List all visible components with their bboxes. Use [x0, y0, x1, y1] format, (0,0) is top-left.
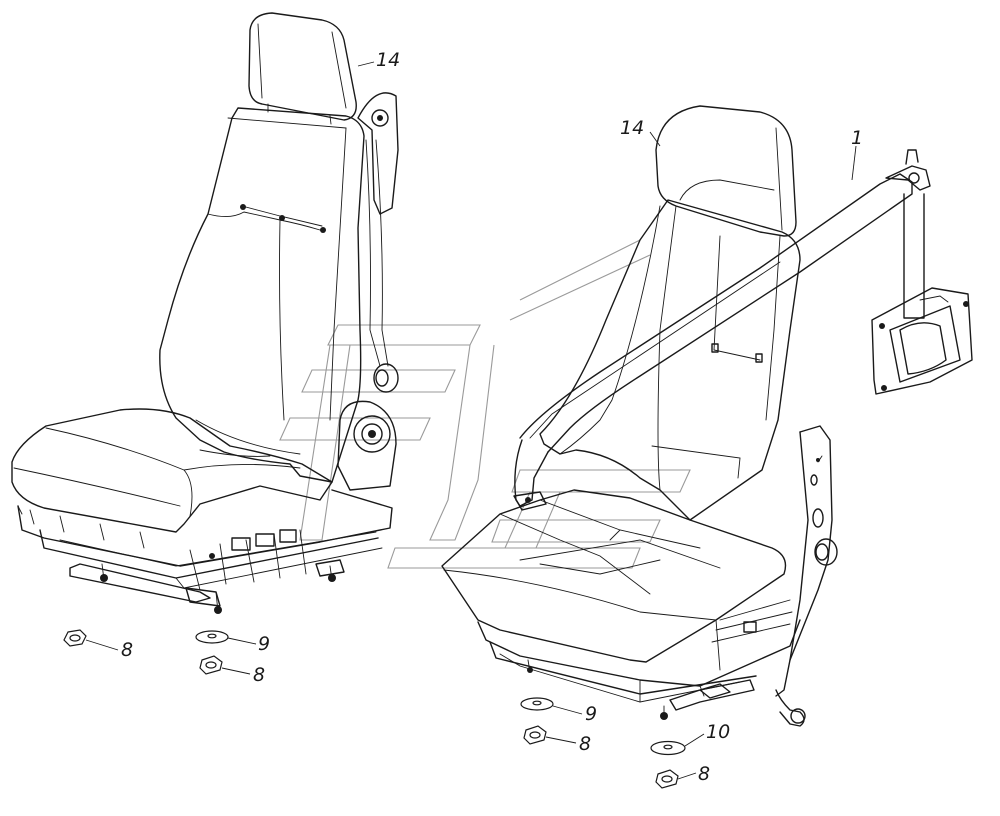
callout-right-washer-b: 10	[706, 721, 730, 743]
left-belt-guide	[357, 92, 399, 367]
right-seat	[441, 105, 973, 727]
left-nut-b	[199, 655, 223, 675]
callout-right-washer-a: 9	[585, 703, 597, 725]
callout-left-nut-b: 8	[253, 664, 265, 686]
callout-seat-belt: 1	[851, 127, 863, 149]
right-nut-b	[655, 769, 679, 789]
left-nut-a	[63, 629, 87, 647]
watermark-logo	[279, 239, 691, 569]
seat-belt-retractor	[871, 193, 973, 395]
right-washer-a	[520, 697, 554, 711]
left-headrest	[248, 12, 357, 121]
callout-left-nut-a: 8	[121, 639, 133, 661]
callout-left-headrest: 14	[376, 49, 400, 71]
leader-lines	[85, 61, 857, 780]
left-backrest	[159, 107, 365, 483]
callout-right-nut-b: 8	[698, 763, 710, 785]
right-backrest	[539, 199, 801, 521]
callout-right-nut-a: 8	[579, 733, 591, 755]
left-seat-base	[17, 489, 393, 614]
left-washer	[195, 630, 229, 644]
seat-belt	[513, 149, 931, 511]
callout-right-headrest: 14	[620, 117, 644, 139]
right-headrest	[655, 105, 797, 237]
callout-left-washer: 9	[258, 633, 270, 655]
right-side-bracket	[775, 425, 838, 697]
left-pivot-cover	[337, 400, 397, 491]
left-recline-knob	[373, 363, 399, 393]
right-seat-cushion	[441, 489, 787, 663]
right-seat-base	[477, 599, 806, 727]
callouts: 14 14 1 8 9 8 9 8 10 8	[121, 49, 863, 785]
left-seat	[11, 12, 399, 614]
right-nut-a	[523, 725, 547, 745]
left-seat-cushion	[11, 408, 333, 533]
right-washer-b	[650, 740, 686, 756]
